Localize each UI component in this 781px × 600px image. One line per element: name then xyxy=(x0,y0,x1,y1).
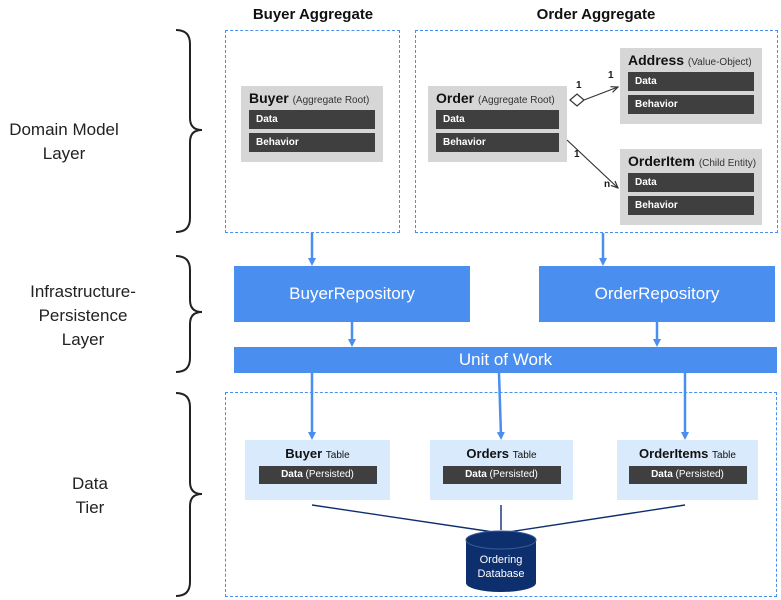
domain-layer-label-line1: Domain Model xyxy=(9,120,119,139)
multiplicity-order-address-to: 1 xyxy=(608,70,614,81)
domain-layer-label-line2: Layer xyxy=(42,144,86,163)
data-tier-label: Data Tier xyxy=(50,472,130,520)
buyer-table-data: Data xyxy=(281,469,303,480)
orderitems-table-to-db xyxy=(501,504,686,534)
orderitem-behavior-bar: Behavior xyxy=(628,196,754,215)
order-aggregate-title: Order Aggregate xyxy=(536,6,656,23)
buyer-entity-role: (Aggregate Root) xyxy=(292,95,370,106)
domain-brace xyxy=(175,29,203,233)
infra-brace xyxy=(175,255,203,373)
data-tier-label-line2: Tier xyxy=(75,498,105,517)
unit-of-work-bar: Unit of Work xyxy=(234,347,777,373)
database-label: Ordering Database xyxy=(466,553,536,581)
buyer-table-title: Buyer Table xyxy=(245,446,390,461)
orderitems-table-data-bar: Data (Persisted) xyxy=(628,466,747,484)
database-label-line2: Database xyxy=(477,568,525,580)
buyer-behavior-bar: Behavior xyxy=(249,133,375,152)
multiplicity-order-address-from: 1 xyxy=(576,80,582,91)
order-behavior-bar: Behavior xyxy=(436,133,559,152)
data-tier-boundary xyxy=(225,392,777,597)
buyer-data-bar: Data xyxy=(249,110,375,129)
order-entity: Order (Aggregate Root) Data Behavior xyxy=(428,86,567,162)
order-address-connector xyxy=(583,87,618,101)
order-orderitem-connector xyxy=(566,139,618,188)
domain-layer-label: Domain Model Layer xyxy=(0,118,128,166)
orderitems-table-persisted: (Persisted) xyxy=(675,469,724,480)
orderitems-table-name: OrderItems xyxy=(639,446,709,461)
infra-layer-label-line1: Infrastructure- xyxy=(30,282,136,301)
database-icon xyxy=(465,530,537,592)
buyer-table-persisted: (Persisted) xyxy=(305,469,354,480)
buyer-aggregate-boundary xyxy=(225,30,400,233)
address-entity-name: Address xyxy=(628,52,685,68)
multiplicity-order-item-to: n xyxy=(604,179,611,190)
orderitem-entity-name: OrderItem xyxy=(628,153,695,169)
buyer-entity-name: Buyer xyxy=(249,90,289,106)
orders-table-name: Orders xyxy=(466,446,510,461)
data-tier-label-line1: Data xyxy=(72,474,108,493)
buyer-repository: BuyerRepository xyxy=(234,266,470,322)
orders-table-data-bar: Data (Persisted) xyxy=(442,466,561,484)
database-label-line1: Ordering xyxy=(479,554,523,566)
order-entity-title: Order (Aggregate Root) xyxy=(436,90,559,106)
buyer-aggregate-title: Buyer Aggregate xyxy=(252,6,374,23)
order-entity-role: (Aggregate Root) xyxy=(478,95,555,106)
order-data-bar: Data xyxy=(436,110,559,129)
uow-to-orders-table-arrow xyxy=(496,372,505,440)
orderitem-entity-role: (Child Entity) xyxy=(698,158,757,169)
infra-layer-label-line3: Layer xyxy=(61,330,105,349)
buyer-entity-title: Buyer (Aggregate Root) xyxy=(249,90,375,106)
aggregation-diamond xyxy=(569,93,585,107)
orderitem-data-bar: Data xyxy=(628,173,754,192)
orderitems-table-data: Data xyxy=(651,469,673,480)
multiplicity-order-item-from: 1 xyxy=(574,149,580,160)
orderitem-entity: OrderItem (Child Entity) Data Behavior xyxy=(620,149,762,225)
address-behavior-bar: Behavior xyxy=(628,95,754,114)
orders-table-persisted: (Persisted) xyxy=(489,469,538,480)
address-entity-role: (Value-Object) xyxy=(687,57,752,68)
infra-layer-label-line2: Persistence xyxy=(38,306,128,325)
order-entity-name: Order xyxy=(436,90,475,106)
orderitem-entity-title: OrderItem (Child Entity) xyxy=(628,153,757,169)
buyer-table-to-db xyxy=(311,504,501,534)
buyer-table: Buyer Table Data (Persisted) xyxy=(245,440,390,500)
buyer-table-data-bar: Data (Persisted) xyxy=(258,466,377,484)
orders-table-data: Data xyxy=(465,469,487,480)
data-brace xyxy=(175,392,203,597)
buyer-entity: Buyer (Aggregate Root) Data Behavior xyxy=(241,86,383,162)
address-entity: Address (Value-Object) Data Behavior xyxy=(620,48,762,124)
orders-table: Orders Table Data (Persisted) xyxy=(430,440,573,500)
buyer-table-suffix: Table xyxy=(325,450,350,461)
orderitems-table-title: OrderItems Table xyxy=(617,446,758,461)
address-entity-title: Address (Value-Object) xyxy=(628,52,754,68)
orderitems-table-suffix: Table xyxy=(712,450,736,461)
orders-table-suffix: Table xyxy=(512,450,537,461)
orderitems-table: OrderItems Table Data (Persisted) xyxy=(617,440,758,500)
address-data-bar: Data xyxy=(628,72,754,91)
order-aggregate-boundary xyxy=(415,30,778,233)
infra-layer-label: Infrastructure- Persistence Layer xyxy=(0,280,166,352)
orders-table-title: Orders Table xyxy=(430,446,573,461)
buyer-table-name: Buyer xyxy=(285,446,323,461)
order-repository: OrderRepository xyxy=(539,266,775,322)
